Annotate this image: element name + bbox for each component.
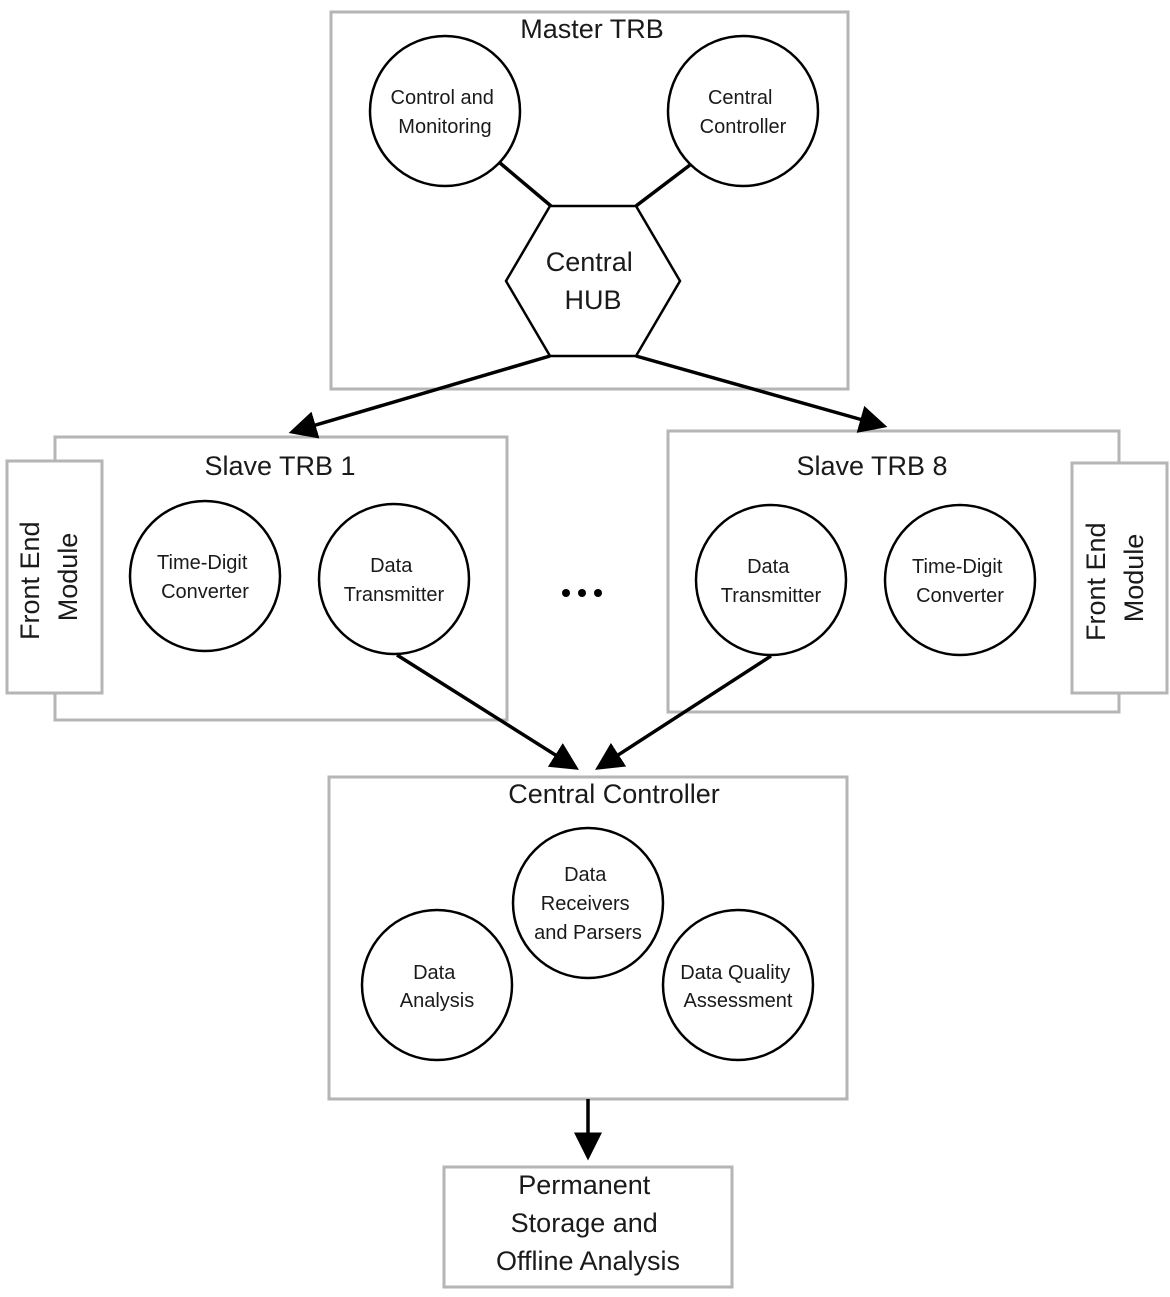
slave-8-front-end-box bbox=[1070, 461, 1169, 695]
link-control-to-hub bbox=[498, 161, 553, 208]
arrow-hub-to-slave-8 bbox=[635, 354, 888, 433]
central-controller-title: Central Controller bbox=[508, 779, 720, 809]
storage-label: Permanent Storage and Offline Analysis bbox=[496, 1170, 680, 1276]
data-analysis-label: Data Analysis bbox=[400, 962, 474, 1012]
data-quality-node bbox=[661, 908, 815, 1062]
storage-box bbox=[442, 1165, 734, 1289]
master-central-controller-node bbox=[666, 34, 820, 188]
arrow-hub-to-slave-1 bbox=[288, 354, 551, 439]
master-central-controller-label: Central Controller bbox=[700, 87, 787, 138]
slave-1-tdc-label: Time-Digit Converter bbox=[157, 552, 253, 603]
central-hub-label: Central HUB bbox=[546, 247, 641, 315]
data-receivers-node bbox=[511, 826, 665, 980]
arrow-slave-1-to-controller bbox=[396, 653, 579, 770]
ellipsis-dot-3 bbox=[594, 589, 602, 597]
arrow-slave-8-to-controller bbox=[595, 654, 772, 770]
data-receivers-label: Data Receivers and Parsers bbox=[534, 864, 642, 944]
slave-trb-1-title: Slave TRB 1 bbox=[204, 451, 355, 481]
ellipsis-dot-1 bbox=[562, 589, 570, 597]
data-analysis-node bbox=[360, 908, 514, 1062]
link-controller-to-hub bbox=[634, 163, 692, 208]
control-monitoring-node bbox=[368, 34, 522, 188]
slave-8-front-end-label: Front End Module bbox=[1081, 515, 1149, 641]
master-trb-title: Master TRB bbox=[520, 14, 664, 44]
slave-1-front-end-box bbox=[5, 459, 104, 695]
slave-trb-8-title: Slave TRB 8 bbox=[796, 451, 947, 481]
slave-8-tdc-label: Time-Digit Converter bbox=[912, 556, 1008, 607]
slave-8-transmitter-node bbox=[694, 503, 848, 657]
data-quality-label: Data Quality Assessment bbox=[680, 962, 796, 1012]
control-monitoring-label: Control and Monitoring bbox=[391, 87, 500, 138]
slave-1-transmitter-node bbox=[317, 502, 471, 656]
slave-1-front-end-label: Front End Module bbox=[15, 514, 83, 640]
slave-8-tdc-node bbox=[883, 503, 1037, 657]
slave-1-transmitter-label: Data Transmitter bbox=[344, 555, 445, 606]
slave-1-tdc-node bbox=[128, 499, 282, 653]
ellipsis-dot-2 bbox=[578, 589, 586, 597]
slave-8-transmitter-label: Data Transmitter bbox=[721, 556, 822, 607]
